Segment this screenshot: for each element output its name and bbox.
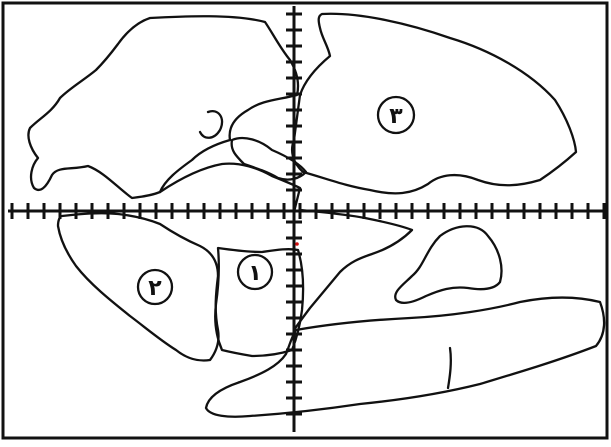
label-2-text: ٢ [148,276,162,301]
region-3 [292,14,576,194]
label-1-text: ١ [248,261,261,286]
origin-mark [295,242,299,246]
region-top-left [28,16,298,198]
label-2-group: ٢ [138,270,172,304]
label-3-group: ٣ [378,97,414,133]
region-bottom-divider [448,348,451,388]
region-island-right [395,226,501,303]
region-bottom [206,298,604,417]
label-1-group: ١ [238,255,272,289]
label-3-text: ٣ [389,104,403,129]
region-middle-lower [160,164,300,212]
region-center-right [294,210,412,330]
region-top-left-inner [200,111,222,138]
